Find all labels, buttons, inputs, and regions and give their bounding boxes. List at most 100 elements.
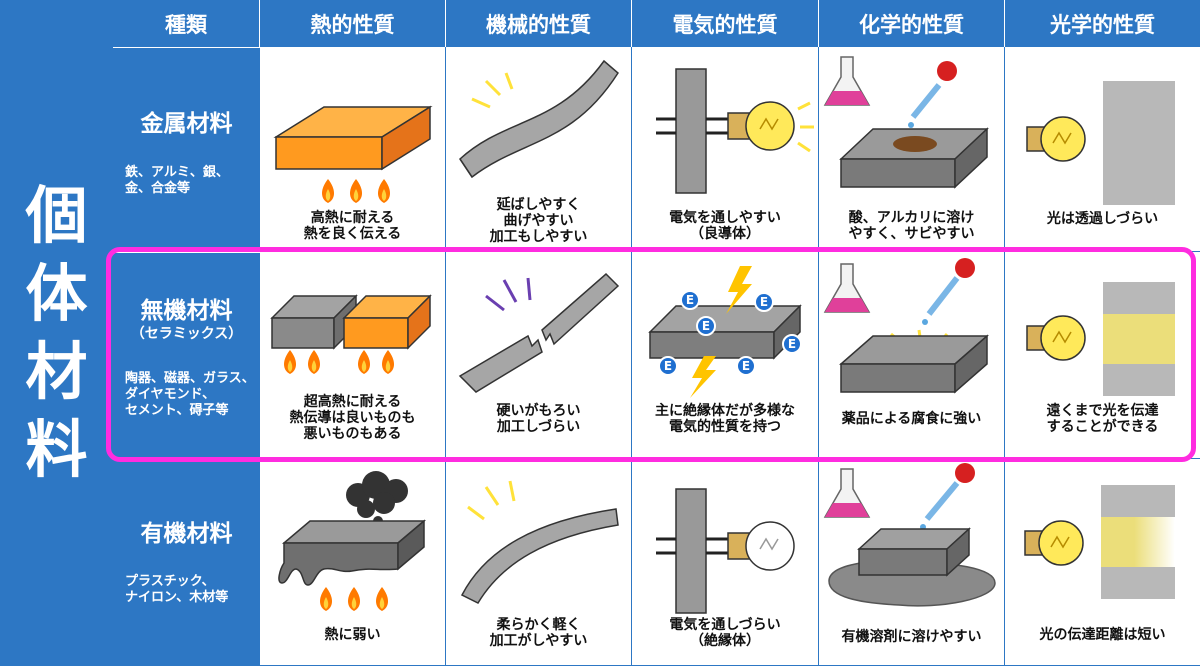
caption-line: 主に絶縁体だが多様な — [655, 403, 795, 419]
cell-metal-thermal: 高熱に耐える 熱を良く伝える — [260, 47, 446, 252]
insulator-bulb-illustration — [656, 488, 795, 614]
header-mechanical: 機械的性質 — [446, 0, 632, 47]
caption-line: （絶縁体） — [690, 633, 760, 649]
example-line: 陶器、磁器、ガラス、 — [125, 371, 255, 386]
vertical-title-bar: 個体材料 — [0, 0, 113, 666]
row-examples-metal: 鉄、アルミ、銀、 金、合金等 — [125, 165, 255, 197]
caption-line: 光の伝達距離は短い — [1039, 627, 1166, 643]
caption-inorganic-chemical: 薬品による腐食に強い — [819, 411, 1004, 427]
flame-icon — [382, 350, 394, 374]
lit-bulb-icon — [1026, 315, 1086, 361]
short-transmit-illustration — [1024, 485, 1175, 599]
conductor-bulb-illustration — [656, 68, 814, 194]
crack-lines — [485, 277, 532, 312]
lightning-icon — [726, 266, 752, 314]
row-header-metal: 金属材料 鉄、アルミ、銀、 金、合金等 — [113, 47, 260, 252]
flame-icon — [322, 179, 334, 203]
flame-icon — [284, 350, 296, 374]
main-title: 個体材料 — [25, 179, 88, 486]
electron-icon: E — [782, 334, 802, 354]
caption-line: 熱を良く伝える — [303, 226, 402, 242]
header-electrical: 電気的性質 — [632, 0, 819, 47]
caption-line: （良導体） — [690, 226, 760, 242]
row-subtitle-inorganic: （セラミックス） — [130, 326, 243, 342]
caption-line: 超高熱に耐える — [303, 394, 402, 410]
cell-organic-chemical: 有機溶剤に溶けやすい — [819, 459, 1005, 666]
example-line: 鉄、アルミ、銀、 — [125, 165, 229, 180]
insulator-block-illustration — [648, 266, 802, 398]
caption-line: 悪いものもある — [303, 426, 402, 442]
cell-organic-electrical: 電気を通しづらい （絶縁体） — [632, 459, 819, 666]
caption-line: 電気を通しやすい — [669, 210, 781, 226]
flame-icon — [348, 587, 360, 611]
caption-inorganic-thermal: 超高熱に耐える 熱伝導は良いものも 悪いものもある — [260, 394, 445, 442]
row-header-inorganic: 無機材料 （セラミックス） 陶器、磁器、ガラス、 ダイヤモンド、 セメント、碍子… — [113, 252, 260, 459]
lit-bulb-icon — [727, 101, 795, 151]
smoke-icon — [346, 471, 408, 526]
caption-organic-chemical: 有機溶剤に溶けやすい — [819, 629, 1004, 645]
header-optical: 光学的性質 — [1050, 12, 1155, 37]
cell-inorganic-electrical: E E E E E E 主に絶縁体だが多様な 電気的性質を持つ — [632, 252, 819, 459]
caption-line: 光は透過しづらい — [1046, 211, 1159, 227]
caption-inorganic-optical: 遠くまで光を伝達 することができる — [1005, 403, 1200, 435]
cell-organic-thermal: 熱に弱い — [260, 459, 446, 666]
caption-line: やすく、サビやすい — [848, 226, 975, 242]
caption-line: 延ばしやすく — [496, 197, 581, 213]
dropper-icon — [920, 463, 975, 530]
electron-icon: E — [736, 356, 756, 376]
cell-metal-optical: 光は透過しづらい — [1005, 47, 1200, 252]
caption-line: することができる — [1046, 419, 1159, 435]
electron-icon: E — [696, 316, 716, 336]
flask-icon — [823, 56, 871, 106]
shine-lines — [797, 101, 814, 153]
light-transmit-illustration — [1026, 282, 1175, 396]
flask-icon — [823, 468, 871, 518]
example-line: プラスチック、 — [125, 574, 215, 589]
caption-inorganic-electrical: 主に絶縁体だが多様な 電気的性質を持つ — [632, 403, 818, 435]
opaque-block-illustration — [1026, 81, 1175, 205]
cell-organic-mechanical: 柔らかく軽く 加工がしやすい — [446, 459, 632, 666]
flame-icon — [350, 179, 362, 203]
bent-plate-illustration — [459, 59, 619, 179]
caption-line: 柔らかく軽く — [496, 617, 581, 633]
flame-icon — [376, 587, 388, 611]
caption-metal-thermal: 高熱に耐える 熱を良く伝える — [260, 210, 445, 242]
cell-metal-electrical: 電気を通しやすい （良導体） — [632, 47, 819, 252]
caption-metal-mechanical: 延ばしやすく 曲げやすい 加工もしやすい — [446, 197, 631, 245]
flexible-plate-illustration — [460, 480, 619, 604]
flame-icon — [358, 350, 370, 374]
shine-lines — [467, 480, 516, 521]
row-examples-inorganic: 陶器、磁器、ガラス、 ダイヤモンド、 セメント、碍子等 — [125, 371, 255, 419]
flame-icon — [308, 350, 320, 374]
cell-metal-chemical: 酸、アルカリに溶け やすく、サビやすい — [819, 47, 1005, 252]
flame-icon — [378, 179, 390, 203]
lit-bulb-icon — [1024, 520, 1084, 566]
example-line: 金、合金等 — [125, 181, 191, 196]
caption-line: 熱に弱い — [324, 627, 381, 643]
caption-organic-electrical: 電気を通しづらい （絶縁体） — [632, 617, 818, 649]
caption-line: 加工がしやすい — [489, 633, 588, 649]
ceramic-blocks-illustration — [270, 294, 432, 374]
example-line: セメント、碍子等 — [125, 403, 229, 418]
caption-line: 加工もしやすい — [489, 229, 588, 245]
cell-metal-mechanical: 延ばしやすく 曲げやすい 加工もしやすい — [446, 47, 632, 252]
row-examples-organic: プラスチック、 ナイロン、木材等 — [125, 574, 255, 606]
cell-inorganic-chemical: 薬品による腐食に強い — [819, 252, 1005, 459]
caption-line: 加工しづらい — [496, 419, 581, 435]
unlit-bulb-icon — [727, 521, 795, 571]
caption-organic-mechanical: 柔らかく軽く 加工がしやすい — [446, 617, 631, 649]
caption-line: 硬いがもろい — [496, 403, 581, 419]
cell-inorganic-mechanical: 硬いがもろい 加工しづらい — [446, 252, 632, 459]
row-title-inorganic: 無機材料 — [140, 298, 233, 324]
header-thermal: 熱的性質 — [260, 0, 446, 47]
shine-lines — [471, 72, 514, 109]
row-header-organic: 有機材料 プラスチック、 ナイロン、木材等 — [113, 459, 260, 666]
caption-line: 熱伝導は良いものも — [289, 410, 416, 426]
solvent-dissolve-illustration — [823, 463, 996, 607]
dropper-icon — [922, 258, 975, 325]
electron-icon: E — [754, 292, 774, 312]
chemical-resistant-illustration — [823, 258, 989, 394]
caption-line: 有機溶剤に溶けやすい — [841, 629, 982, 645]
caption-line: 高熱に耐える — [310, 210, 395, 226]
broken-plate-illustration — [458, 272, 620, 393]
